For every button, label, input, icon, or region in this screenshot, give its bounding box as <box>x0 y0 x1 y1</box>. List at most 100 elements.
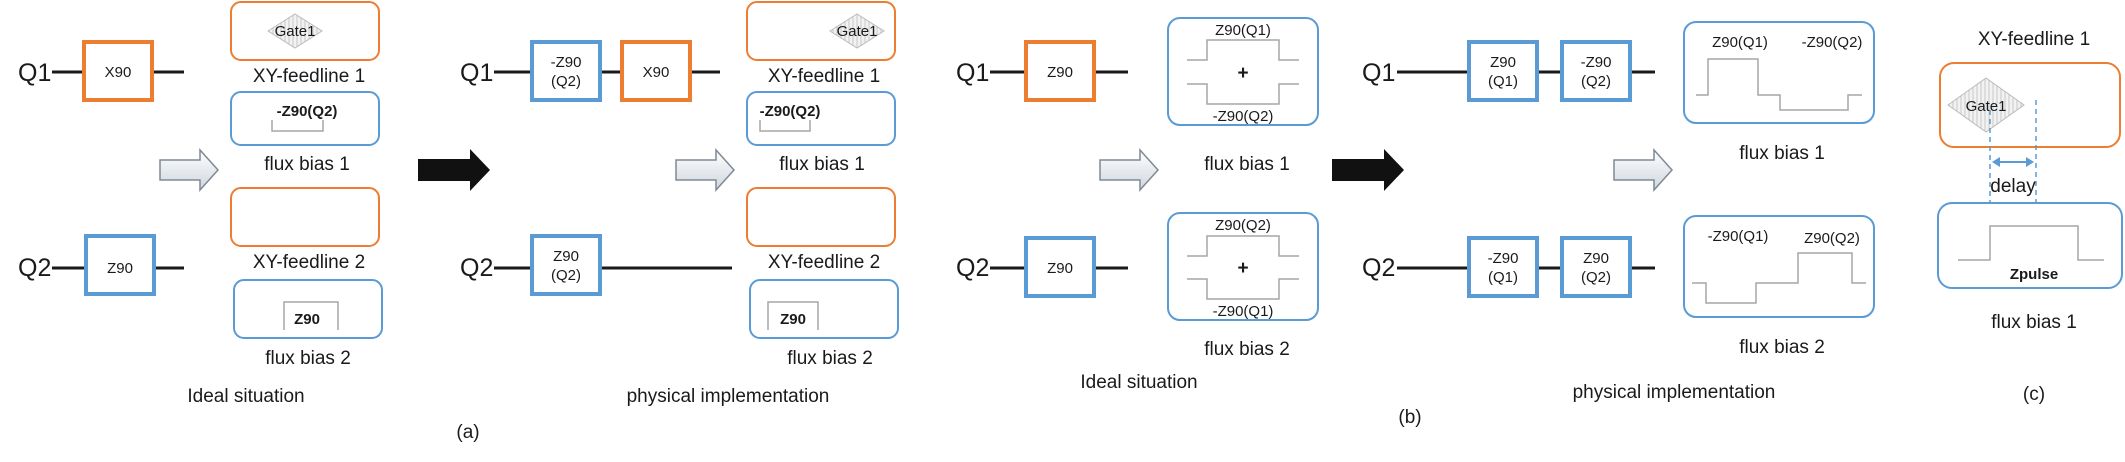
xy-feedline-2-box <box>746 187 896 247</box>
q2-gate-b-line2: (Q2) <box>1581 269 1611 286</box>
xy-feedline-2-label: XY-feedline 2 <box>768 252 880 273</box>
xy-feedline-2-box <box>230 187 380 247</box>
q1-gate-a-box <box>1467 40 1539 102</box>
caption-physical: physical implementation <box>1573 382 1776 403</box>
flux-bias-2-label: flux bias 2 <box>1204 339 1290 360</box>
flux-bias-2-left: -Z90(Q1) <box>1708 228 1769 245</box>
q2-gate-a-line2: (Q1) <box>1488 269 1518 286</box>
q1-label: Q1 <box>18 59 51 87</box>
flux-bias-1-right: -Z90(Q2) <box>1802 34 1863 51</box>
gate1-label: Gate1 <box>837 23 878 40</box>
q1-gate-a-line1: Z90 <box>1490 54 1516 71</box>
flux-bias-1-box <box>1937 202 2123 289</box>
flux-bias-2-plus: + <box>1237 258 1248 279</box>
gate1-pulse-shape <box>267 13 323 49</box>
q2-gate-box <box>530 234 602 296</box>
flux-bias-1-pulse-down <box>1187 83 1299 105</box>
gate1-pulse-shape <box>1947 77 2025 133</box>
panel-c: XY-feedline 1 Gate1 delay Zpulse flux bi… <box>1937 29 2123 405</box>
flux-bias-2-label: flux bias 2 <box>265 348 351 369</box>
gate1-pulse-shape <box>829 13 885 49</box>
flux-bias-2-box <box>1683 215 1875 318</box>
solid-arrow-icon <box>1332 149 1404 191</box>
panel-b-physical: Q1 Z90 (Q1) -Z90 (Q2) Q2 -Z90 (Q1) Z90 (… <box>1362 21 1875 403</box>
caption-ideal: Ideal situation <box>187 386 304 407</box>
xy-feedline-1-label: XY-feedline 1 <box>253 66 365 87</box>
q1-gate-a-line2: (Q1) <box>1488 73 1518 90</box>
flux-bias-1-label: flux bias 1 <box>1991 312 2077 333</box>
q1-gate-a-box <box>530 40 602 102</box>
flux-bias-1-box <box>1167 17 1319 126</box>
zpulse-label: Zpulse <box>2010 266 2058 283</box>
flux-bias-2-right: Z90(Q2) <box>1804 230 1860 247</box>
q1-label: Q1 <box>956 59 989 87</box>
q2-label: Q2 <box>18 254 51 282</box>
zpulse-shape <box>1958 225 2104 261</box>
q2-gate-a-line1: -Z90 <box>1488 250 1519 267</box>
flux-bias-1-pulse <box>1696 58 1862 111</box>
flux-bias-2-box <box>749 279 899 339</box>
flux-bias-1-label: flux bias 1 <box>1739 143 1825 164</box>
flux-bias-1-pulse <box>271 120 324 132</box>
q1-gate-b-box <box>1560 40 1632 102</box>
flux-bias-2-pulse <box>767 301 819 330</box>
q2-gate-box <box>84 234 156 296</box>
q1-label: Q1 <box>1362 59 1395 87</box>
flux-bias-1-plus: + <box>1237 63 1248 84</box>
flux-bias-1-label: flux bias 1 <box>1204 154 1290 175</box>
flux-bias-2-pulse <box>1692 252 1866 304</box>
flux-bias-1-pulse-label: -Z90(Q2) <box>760 103 821 120</box>
q2-gate-box <box>1024 236 1096 298</box>
caption-ideal: Ideal situation <box>1080 372 1197 393</box>
q2-label: Q2 <box>956 254 989 282</box>
flux-bias-2-pulse-down <box>1187 278 1299 300</box>
arrowhead-right-icon <box>2026 157 2034 167</box>
q1-gate-b-line1: -Z90 <box>1581 54 1612 71</box>
q1-gate-box <box>1024 40 1096 102</box>
q1-gate-a-line1: -Z90 <box>551 54 582 71</box>
hollow-arrow-icon <box>1613 148 1674 192</box>
flux-bias-2-pulse <box>283 301 339 330</box>
q2-gate-line1: Z90 <box>553 248 579 265</box>
panel-a-label: (a) <box>456 422 479 443</box>
q2-label: Q2 <box>460 254 493 282</box>
q1-gate-box <box>82 40 154 102</box>
flux-bias-2-label: flux bias 2 <box>1739 337 1825 358</box>
flux-bias-2-pulse-label: Z90 <box>294 311 320 328</box>
flux-bias-1-pulse-up <box>1187 39 1299 61</box>
flux-bias-1-box <box>1683 21 1875 124</box>
flux-bias-1-label: flux bias 1 <box>779 154 865 175</box>
flux-bias-2-box <box>233 279 383 339</box>
flux-bias-2-pulse-up <box>1187 235 1299 257</box>
flux-bias-1-top: Z90(Q1) <box>1215 22 1271 39</box>
panel-b-ideal: Q1 Z90 Q2 Z90 Z90(Q1) + -Z90(Q2) flux bi… <box>956 17 1319 393</box>
flux-bias-1-bottom: -Z90(Q2) <box>1213 108 1274 125</box>
flux-bias-1-box <box>230 91 380 146</box>
panel-c-label: (c) <box>2023 384 2045 405</box>
flux-bias-2-top: Z90(Q2) <box>1215 217 1271 234</box>
flux-bias-2-pulse-label: Z90 <box>780 311 806 328</box>
arrowhead-left-icon <box>1992 157 2000 167</box>
flux-bias-1-label: flux bias 1 <box>264 154 350 175</box>
q2-gate-a-box <box>1467 236 1539 298</box>
delay-label: delay <box>1990 176 2036 197</box>
flux-bias-2-box <box>1167 212 1319 321</box>
q2-gate-line2: (Q2) <box>551 267 581 284</box>
hollow-arrow-icon <box>1099 148 1160 192</box>
q1-gate-label: Z90 <box>1047 64 1073 81</box>
panel-b-label: (b) <box>1398 407 1421 428</box>
q1-label: Q1 <box>460 59 493 87</box>
gate1-label: Gate1 <box>1966 98 2007 115</box>
flux-bias-1-pulse <box>759 120 811 132</box>
q1-gate-label: X90 <box>105 64 132 81</box>
q2-gate-b-line1: Z90 <box>1583 250 1609 267</box>
q2-gate-label: Z90 <box>1047 260 1073 277</box>
xy-feedline-1-label: XY-feedline 1 <box>768 66 880 87</box>
gate1-label: Gate1 <box>275 23 316 40</box>
q1-gate-b-line2: (Q2) <box>1581 73 1611 90</box>
panel-a-physical: Q1 -Z90 (Q2) X90 Q2 Z90 (Q2) Gate1 XY-fe… <box>460 1 899 407</box>
hollow-arrow-icon <box>675 148 736 192</box>
flux-bias-1-left: Z90(Q1) <box>1712 34 1768 51</box>
